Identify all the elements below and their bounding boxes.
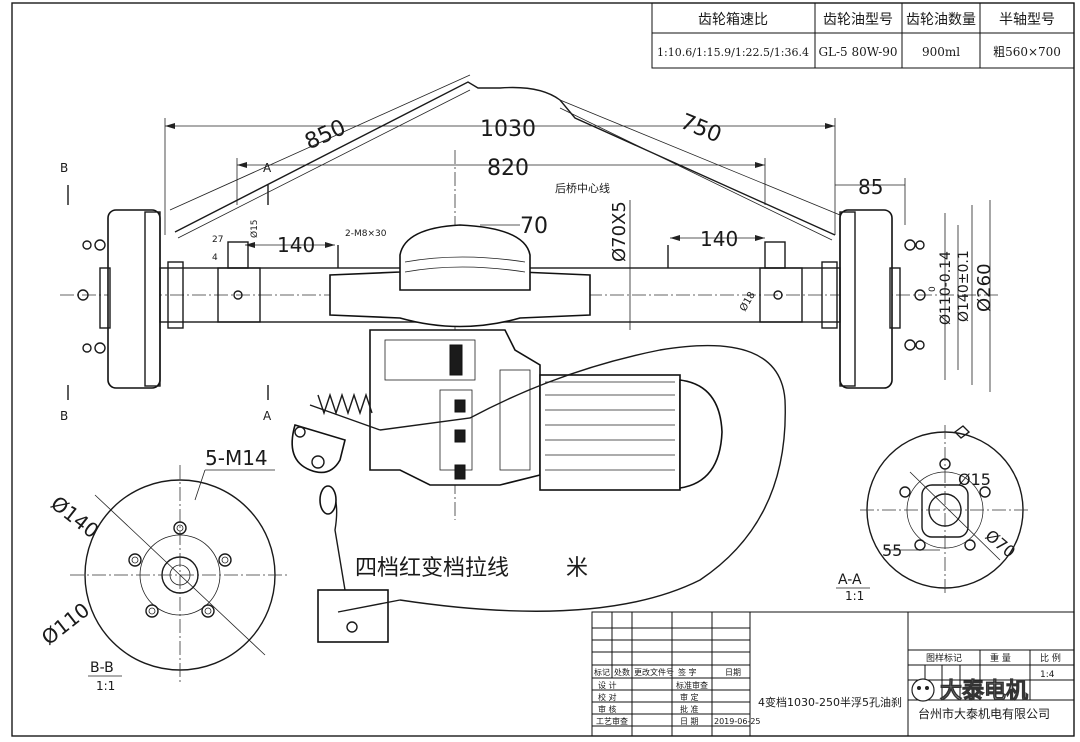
dim-820: 820 [487, 156, 529, 181]
tb-stage-label: 图样标记 [926, 652, 962, 664]
electric-motor [539, 374, 681, 491]
aa-scale: 1:1 [845, 589, 864, 603]
dim-140-right: 140 [700, 227, 738, 251]
dim-260: Ø260 [974, 263, 995, 312]
spec-value-oil-qty: 900ml [922, 45, 960, 59]
right-brake-drum [839, 209, 893, 389]
dim-1030: 1030 [480, 117, 536, 142]
shift-box [317, 589, 389, 643]
dim-85: 85 [858, 175, 883, 199]
aa-d15: Ø15 [958, 470, 991, 489]
aa-d70: Ø70 [982, 526, 1019, 562]
spec-header-ratio: 齿轮箱速比 [698, 12, 768, 28]
spec-value-axle-type: 粗560×700 [993, 45, 1061, 59]
tb-label-doc: 更改文件号 [634, 667, 674, 677]
spec-header-oil-qty: 齿轮油数量 [906, 12, 976, 28]
dim-4: 4 [212, 253, 218, 263]
dim-18: Ø18 [737, 290, 758, 314]
left-brake-drum [107, 209, 161, 389]
center-line-label: 后桥中心线 [555, 181, 610, 195]
aa-name: A-A [838, 572, 862, 588]
dim-750: 750 [677, 109, 725, 148]
tb-ratio-value: 1:4 [1040, 670, 1055, 680]
tb-ratio-label: 比 例 [1040, 652, 1061, 664]
spec-value-ratio: 1:10.6/1:15.9/1:22.5/1:36.4 [657, 46, 809, 59]
aa-d55: 55 [882, 541, 902, 560]
tb-label-sign: 签 字 [678, 667, 697, 677]
title-block [591, 611, 1075, 737]
bb-d110: Ø110 [37, 598, 94, 650]
bolt-label: 2-M8×30 [345, 229, 387, 239]
tb-date-value: 2019-06-25 [714, 717, 761, 726]
spec-header-axle-type: 半轴型号 [999, 12, 1055, 28]
dim-27: 27 [212, 235, 223, 245]
rear-axle-assembly [77, 81, 926, 643]
tb-process: 工艺审查 [596, 716, 628, 726]
tb-std-review: 标准审查 [676, 680, 708, 690]
tb-date-label: 日 期 [680, 717, 699, 726]
tb-company: 台州市大泰机电有限公司 [918, 706, 1050, 721]
dim-850: 850 [301, 115, 350, 155]
tb-check: 校 对 [598, 692, 617, 702]
shift-cable-note: 四档红变档拉线 [355, 556, 509, 581]
dim-140-tol: Ø140±0.1 [956, 250, 972, 322]
tb-approve-1: 审 定 [680, 692, 699, 702]
tb-label-count: 处数 [614, 667, 630, 677]
dim-110: Ø110-0.14 [938, 251, 954, 325]
section-mark-a-top: A [263, 161, 272, 175]
tb-review: 审 核 [598, 704, 617, 714]
bb-d140: Ø140 [46, 491, 103, 543]
unit-note: 米 [566, 556, 588, 581]
tb-weight-label: 重 量 [990, 652, 1011, 664]
tb-label-date: 日期 [725, 668, 741, 677]
section-mark-a-bottom: A [263, 409, 272, 423]
dim-15-small: Ø15 [249, 219, 260, 238]
section-mark-b-bottom: B [60, 409, 68, 423]
tb-approve-2: 批 准 [680, 704, 699, 714]
watermark-logo-icon [911, 678, 935, 702]
watermark-text: 大泰电机 [940, 679, 1028, 704]
tb-design: 设 计 [598, 680, 617, 690]
bb-name: B-B [90, 660, 114, 676]
spec-table: 齿轮箱速比 齿轮油型号 齿轮油数量 半轴型号 1:10.6/1:15.9/1:2… [651, 2, 1075, 69]
dim-140-left: 140 [277, 233, 315, 257]
spec-value-oil-type: GL-5 80W-90 [818, 45, 897, 59]
drawing-frame [11, 2, 1075, 737]
dim-70: 70 [520, 214, 548, 239]
dim-110-sup: 0 [928, 286, 938, 292]
tb-label-mark: 标记 [594, 667, 610, 677]
bb-bolt-label: 5-M14 [205, 446, 268, 470]
section-mark-b-top: B [60, 161, 68, 175]
view-b-b [70, 465, 290, 685]
bb-scale: 1:1 [96, 679, 115, 693]
watermark: 大泰电机 [911, 678, 1028, 704]
dim-70x5: Ø70X5 [609, 201, 630, 262]
view-a-a [860, 425, 1030, 595]
differential-cover [399, 224, 531, 291]
tb-part-name: 4变档1030-250半浮5孔油刹 [758, 695, 902, 709]
spec-header-oil-type: 齿轮油型号 [823, 12, 893, 28]
